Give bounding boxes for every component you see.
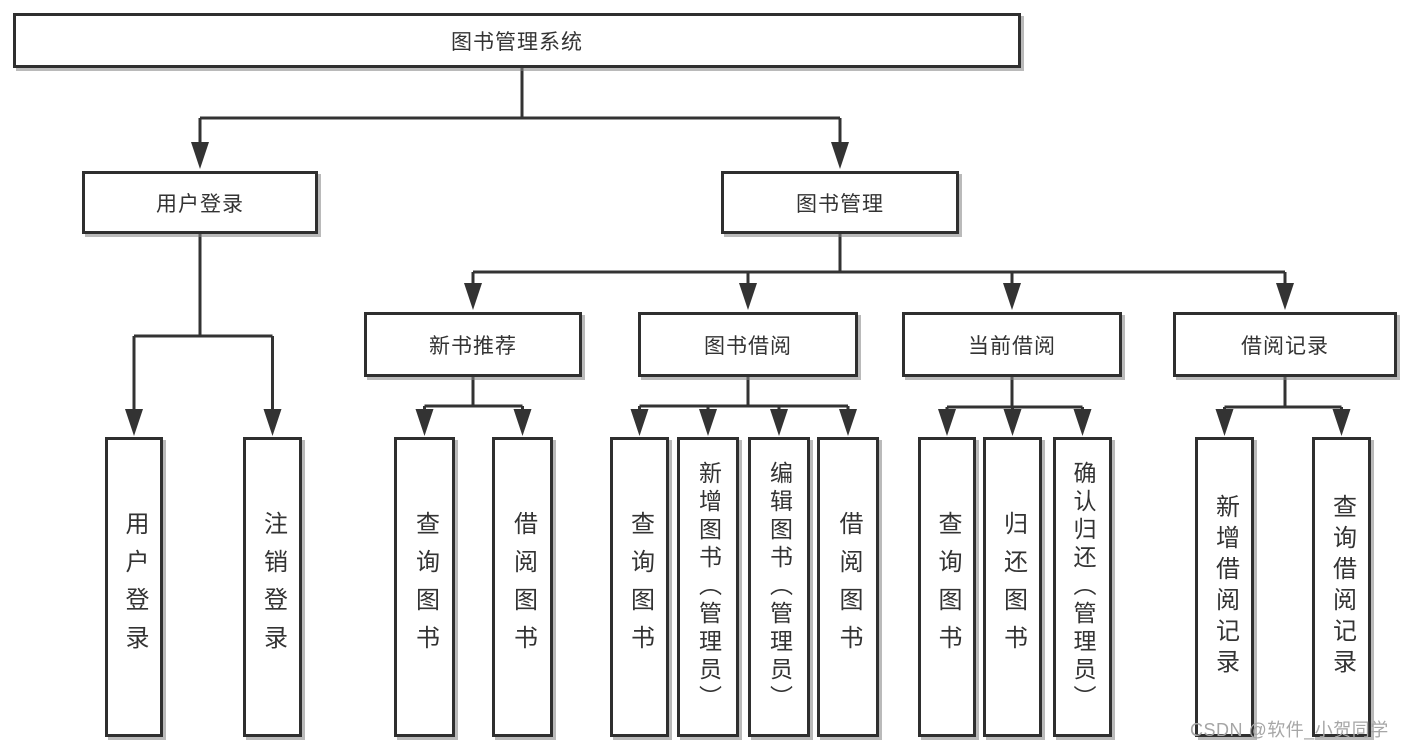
leaf-query-borrow-record: 查询借阅记录 [1312,437,1371,737]
node-book-management-label: 图书管理 [796,192,884,216]
leaf-borrow-books-recommend-label: 借阅图书 [509,511,537,663]
leaf-user-login-label: 用户登录 [121,511,148,663]
leaf-add-books-admin: 新增图书（管理员） [677,437,739,737]
leaf-add-borrow-record: 新增借阅记录 [1195,437,1254,737]
node-user-login: 用户登录 [82,171,318,234]
leaf-query-books-current: 查询图书 [918,437,976,737]
leaf-edit-books-admin-label: 编辑图书（管理员） [766,461,793,713]
leaf-query-books-recommend: 查询图书 [394,437,455,737]
leaf-borrow-books: 借阅图书 [817,437,879,737]
arrowhead-icons [125,142,1351,436]
node-new-book-recommendation-label: 新书推荐 [429,334,517,358]
leaf-logout: 注销登录 [243,437,302,737]
leaf-user-login: 用户登录 [105,437,163,737]
node-book-borrowing-label: 图书借阅 [704,334,792,358]
watermark: CSDN @软件_小贺同学 [1190,720,1389,740]
leaf-confirm-return-admin: 确认归还（管理员） [1053,437,1112,737]
node-current-borrowing: 当前借阅 [902,312,1122,377]
leaf-add-books-admin-label: 新增图书（管理员） [695,461,722,713]
leaf-confirm-return-admin-label: 确认归还（管理员） [1070,461,1096,713]
node-user-login-label: 用户登录 [156,192,244,216]
node-borrowing-records-label: 借阅记录 [1241,334,1329,358]
leaf-add-borrow-record-label: 新增借阅记录 [1211,494,1239,680]
node-root: 图书管理系统 [13,13,1021,68]
leaf-return-books-label: 归还图书 [999,511,1027,663]
leaf-query-books-recommend-label: 查询图书 [411,511,439,663]
leaf-logout-label: 注销登录 [259,511,287,663]
leaf-return-books: 归还图书 [983,437,1042,737]
leaf-borrow-books-recommend: 借阅图书 [492,437,553,737]
leaf-edit-books-admin: 编辑图书（管理员） [748,437,810,737]
leaf-borrow-books-label: 借阅图书 [835,511,862,663]
node-book-borrowing: 图书借阅 [638,312,858,377]
leaf-query-books-current-label: 查询图书 [934,511,961,663]
node-root-label: 图书管理系统 [451,30,583,54]
leaf-query-books-borrowing-label: 查询图书 [626,511,654,663]
leaf-query-borrow-record-label: 查询借阅记录 [1328,494,1356,680]
node-current-borrowing-label: 当前借阅 [968,334,1056,358]
node-book-management: 图书管理 [721,171,959,234]
node-new-book-recommendation: 新书推荐 [364,312,582,377]
leaf-query-books-borrowing: 查询图书 [610,437,669,737]
node-borrowing-records: 借阅记录 [1173,312,1397,377]
